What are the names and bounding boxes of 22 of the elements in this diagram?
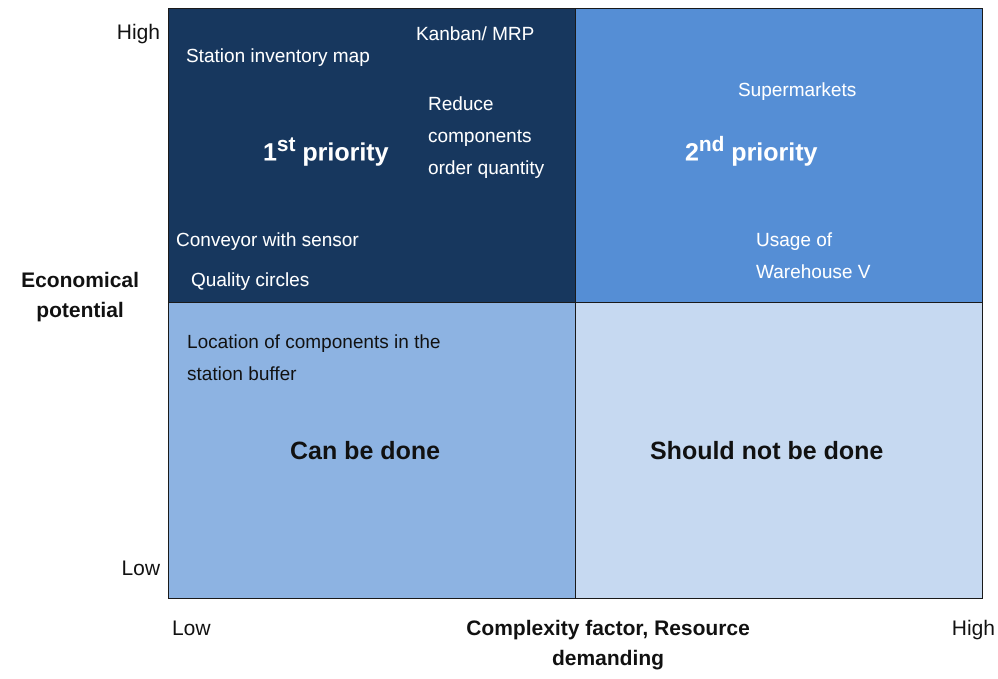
quadrant-title: Should not be done <box>650 436 884 467</box>
axis-tick-label: High <box>950 616 995 642</box>
item-label: Usage of Warehouse V <box>756 229 872 285</box>
item-label: Conveyor with sensor <box>176 229 360 253</box>
item-label: Supermarkets <box>738 79 858 103</box>
axis-title: Economical potential <box>20 268 140 324</box>
item-label: Kanban/ MRP <box>416 23 536 47</box>
quadrant-box <box>168 8 576 303</box>
item-label: Quality circles <box>191 269 310 293</box>
quadrant-title: 1$^{st}$ priority <box>263 132 389 168</box>
item-label: Location of components in the station buffer <box>187 331 442 387</box>
item-label: Reduce components order quantity <box>428 93 546 181</box>
axis-title: Complexity factor, Resource demanding <box>465 616 751 672</box>
quadrant-title: Can be done <box>290 436 440 467</box>
item-label: Station inventory map <box>186 45 371 69</box>
axis-tick-label: Low <box>120 556 160 582</box>
quadrant-title: 2$^{nd}$ priority <box>685 132 818 168</box>
quadrant-box <box>575 302 983 599</box>
axis-tick-label: High <box>116 20 160 46</box>
quadrant-box <box>168 302 576 599</box>
axis-tick-label: Low <box>172 616 212 642</box>
quadrant-box <box>575 8 983 303</box>
